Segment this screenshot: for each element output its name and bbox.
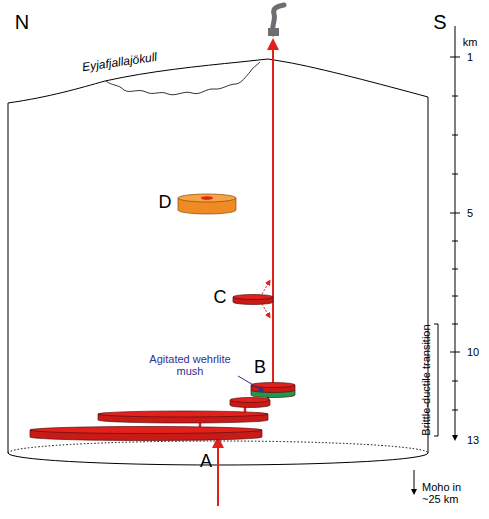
- sills: [30, 194, 295, 441]
- sill-D: [178, 194, 236, 214]
- callout-letter: B: [254, 358, 266, 378]
- depth-tick: 13: [467, 434, 479, 446]
- compass-north: N: [15, 11, 29, 33]
- intrusion-arrows: [262, 282, 269, 316]
- bracket: [434, 324, 438, 436]
- moho-arrow: [414, 470, 415, 492]
- main-conduit: [272, 44, 274, 384]
- callout-letter: A: [200, 452, 212, 472]
- sill-3: [230, 398, 270, 408]
- unit-label: km: [463, 36, 478, 48]
- sill-B: [251, 383, 295, 398]
- callout-label: Agitated wehrlite mush: [140, 353, 240, 377]
- note-label: Moho in ~25 km: [422, 481, 478, 505]
- sill-A: [30, 427, 262, 441]
- depth-tick: 10: [467, 346, 479, 358]
- callout-letter: C: [214, 288, 227, 308]
- zone-label: Brittle-ductile transition: [420, 324, 432, 435]
- leader-line: [238, 376, 262, 390]
- sill-2: [98, 411, 268, 423]
- depth-scale: [450, 26, 460, 438]
- feeder-conduit: [217, 442, 219, 506]
- depth-tick: 1: [467, 51, 473, 63]
- compass-south: S: [433, 11, 446, 33]
- sill-C: [233, 295, 273, 305]
- vent: [268, 28, 279, 36]
- depth-tick: 5: [467, 207, 473, 219]
- callout-letter: D: [159, 193, 172, 213]
- crust-cylinder: [8, 59, 428, 465]
- volcano-name: Eyjafjallajökull: [82, 51, 158, 75]
